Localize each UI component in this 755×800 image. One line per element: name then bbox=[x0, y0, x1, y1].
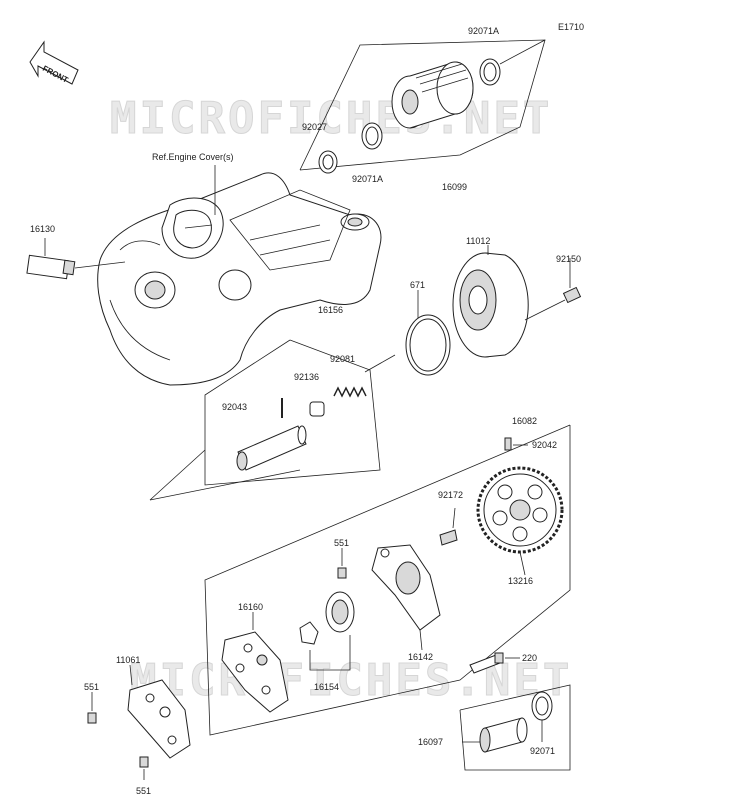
o-ring-671 bbox=[405, 290, 451, 376]
collar-16097 bbox=[462, 717, 528, 753]
label-13216: 13216 bbox=[508, 576, 533, 586]
fitting-group-box-lines bbox=[459, 684, 571, 771]
oil-filter-16099 bbox=[391, 61, 474, 129]
label-551-bottom: 551 bbox=[136, 786, 151, 796]
label-92071A-bottom: 92071A bbox=[352, 174, 383, 184]
label-220: 220 bbox=[522, 653, 537, 663]
label-92071A-top: 92071A bbox=[468, 26, 499, 36]
label-16097: 16097 bbox=[418, 737, 443, 747]
label-16156: 16156 bbox=[318, 305, 343, 315]
label-11061: 11061 bbox=[116, 655, 140, 665]
pump-cover-16142 bbox=[371, 544, 441, 651]
label-16160: 16160 bbox=[238, 602, 263, 612]
label-16154: 16154 bbox=[314, 682, 339, 692]
label-92081: 92081 bbox=[330, 354, 355, 364]
label-16130: 16130 bbox=[30, 224, 55, 234]
spring-92081 bbox=[333, 386, 367, 398]
label-551-left: 551 bbox=[84, 682, 99, 692]
label-92172: 92172 bbox=[438, 490, 463, 500]
label-16142: 16142 bbox=[408, 652, 433, 662]
label-92042: 92042 bbox=[532, 440, 557, 450]
diagram-code: E1710 bbox=[558, 22, 584, 32]
bolt-220 bbox=[469, 652, 520, 674]
relief-valve-box-lines bbox=[149, 339, 396, 501]
label-92150: 92150 bbox=[556, 254, 581, 264]
label-16082: 16082 bbox=[512, 416, 537, 426]
label-92027: 92027 bbox=[302, 122, 327, 132]
label-92043: 92043 bbox=[222, 402, 247, 412]
bolt-92172 bbox=[439, 507, 458, 546]
o-ring-92071a-bottom bbox=[361, 122, 383, 150]
watermark-bottom: MICROFICHES.NET bbox=[130, 655, 572, 706]
engine-cover-reference bbox=[97, 172, 382, 386]
ref-engine-cover-note: Ref.Engine Cover(s) bbox=[152, 152, 234, 162]
bolt-92150 bbox=[562, 258, 582, 304]
o-ring-92071a-top bbox=[479, 58, 501, 86]
label-11012: 11012 bbox=[466, 236, 490, 246]
pump-assembly-box-lines bbox=[204, 424, 571, 736]
pin-551-bottom bbox=[139, 756, 149, 780]
label-92136: 92136 bbox=[294, 372, 319, 382]
label-671: 671 bbox=[410, 280, 425, 290]
label-551-mid: 551 bbox=[334, 538, 349, 548]
label-92071: 92071 bbox=[530, 746, 555, 756]
relief-valve-piston bbox=[236, 425, 307, 471]
o-ring-92027 bbox=[318, 150, 338, 174]
rotor-16154 bbox=[299, 591, 355, 671]
pin-92042 bbox=[504, 437, 528, 451]
plug-16130 bbox=[26, 238, 126, 280]
pump-housing-11012 bbox=[452, 245, 566, 358]
o-ring-92071 bbox=[531, 691, 553, 742]
plate-16160 bbox=[221, 612, 289, 713]
watermark-top: MICROFICHES.NET bbox=[110, 93, 552, 144]
label-16099: 16099 bbox=[442, 182, 467, 192]
gear-13216 bbox=[476, 466, 564, 576]
pin-551-mid bbox=[337, 548, 347, 579]
collar-92136 bbox=[309, 401, 325, 417]
front-arrow-icon: FRONT bbox=[29, 40, 79, 85]
oil-filter-group-lines bbox=[299, 39, 546, 171]
pin-551-left bbox=[87, 692, 97, 724]
gasket-11061 bbox=[127, 664, 191, 759]
